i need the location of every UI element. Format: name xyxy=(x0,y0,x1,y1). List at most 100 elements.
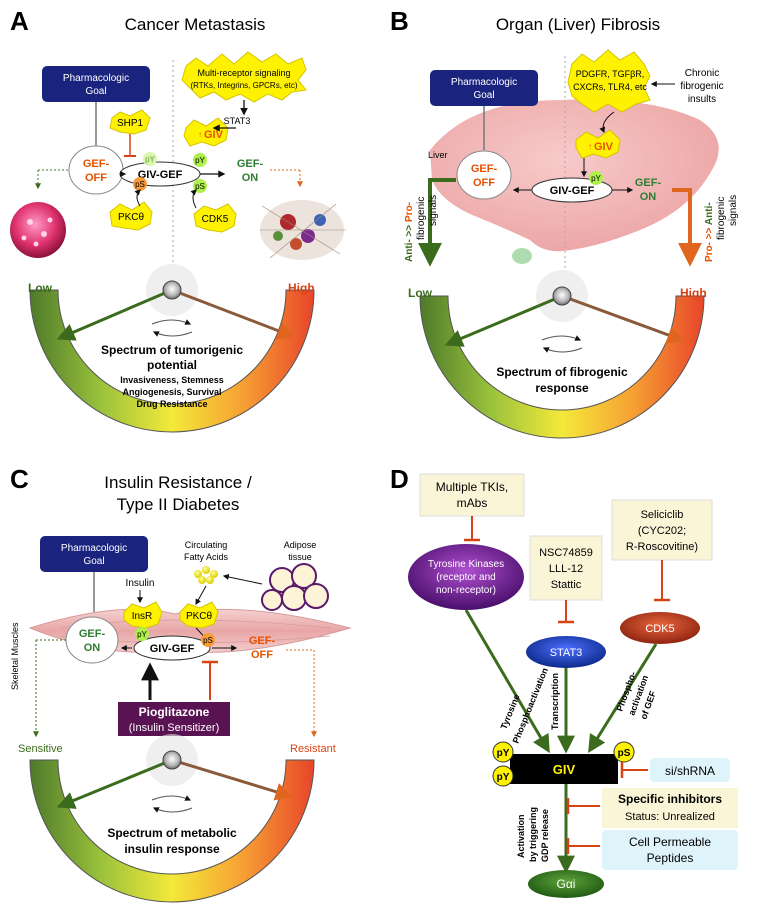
spectrum-line2: response xyxy=(535,381,589,395)
py-faded-label: pY xyxy=(145,155,155,164)
sishrna-box xyxy=(650,758,730,782)
py-label: pY xyxy=(195,156,205,165)
panel-letter: D xyxy=(390,464,409,494)
pharm-goal-line1: Pharmacologic xyxy=(451,77,517,88)
tki-box xyxy=(419,473,525,517)
tk-line1: Tyrosine Kinases xyxy=(428,559,504,570)
ps-label-2: pS xyxy=(195,182,205,191)
spectrum-sub1: Invasiveness, Stemness xyxy=(120,375,224,385)
adipose-line1: Adipose xyxy=(284,540,317,550)
gef-off-line2: OFF xyxy=(85,172,107,184)
panel-a: A Cancer Metastasis Pharmacologic Goal M… xyxy=(10,6,346,433)
panel-title: Organ (Liver) Fibrosis xyxy=(496,15,660,34)
high-label: High xyxy=(680,286,707,300)
giv-gef-label: GIV-GEF xyxy=(550,185,595,197)
panel-title: Cancer Metastasis xyxy=(125,15,266,34)
adipose-line2: tissue xyxy=(288,552,312,562)
gai-label: Gαi xyxy=(557,877,576,891)
pharm-goal-line2: Goal xyxy=(83,556,104,567)
peptides-box xyxy=(602,830,738,870)
stat3-label: STAT3 xyxy=(224,116,251,126)
sel-line1: Seliciclib xyxy=(641,509,684,521)
burst-line2: (RTKs, Integrins, GPCRs, etc) xyxy=(191,81,298,90)
giv-gef-oval xyxy=(133,635,211,661)
pharm-goal-line2: Goal xyxy=(473,90,494,101)
activation-line3: GDP release xyxy=(540,809,550,862)
fatty-acid-droplets-icon xyxy=(194,566,218,584)
status-label: Status: Unrealized xyxy=(625,811,715,823)
pioglitazone-box xyxy=(118,702,230,736)
gef-off-line1: GEF- xyxy=(471,163,498,175)
py-label: pY xyxy=(497,748,510,759)
gef-on-line2: ON xyxy=(640,191,657,203)
skeletal-label: Skeletal Muscles xyxy=(10,622,20,690)
shp1-label: SHP1 xyxy=(117,118,144,129)
left-vertical-fibrogenic: fibrogenic xyxy=(416,197,427,240)
shp1-burst xyxy=(109,109,151,135)
chronic-line2: fibrogenic xyxy=(680,81,723,92)
giv-bar xyxy=(510,754,618,784)
gef-off-line2: OFF xyxy=(251,649,273,661)
peptides-line1: Cell Permeable xyxy=(629,835,711,849)
panel-d: D Multiple TKIs, mAbs Tyrosine Kinases (… xyxy=(390,464,738,898)
giv-burst xyxy=(575,129,621,159)
specific-inhibitors-box xyxy=(602,788,738,828)
pharm-goal-line1: Pharmacologic xyxy=(61,543,127,554)
tki-line1: Multiple TKIs, xyxy=(436,480,508,494)
gef-off-circle xyxy=(456,150,512,200)
nsc-line3: Stattic xyxy=(551,579,582,591)
pkc-burst xyxy=(179,601,219,629)
pro-fibrogenic-arrow xyxy=(672,188,702,267)
low-label: Low xyxy=(28,281,53,295)
panel-title-line1: Insulin Resistance / xyxy=(104,473,252,492)
low-label: Low xyxy=(408,286,433,300)
gauge-dial-icon xyxy=(419,270,705,439)
insulin-label: Insulin xyxy=(126,578,155,589)
peptides-line2: Peptides xyxy=(647,851,694,865)
adipose-cells-icon xyxy=(261,563,329,611)
gef-off-line1: GEF- xyxy=(249,635,276,647)
stat3-node xyxy=(526,636,606,668)
giv-up-label: GIV xyxy=(204,129,224,141)
spectrum-line2: potential xyxy=(147,358,197,372)
spectrum-line1: Spectrum of metabolic xyxy=(107,826,237,840)
tk-line2: (receptor and xyxy=(436,572,495,583)
burst-line1: PDGFR, TGFβR, xyxy=(576,69,645,79)
gef-on-line2: ON xyxy=(84,642,101,654)
chronic-line3: insults xyxy=(688,94,716,105)
burst-line1: Multi-receptor signaling xyxy=(197,68,290,78)
tki-line2: mAbs xyxy=(457,496,488,510)
tk-line3: non-receptor) xyxy=(436,585,496,596)
py-label: pY xyxy=(137,630,147,639)
pkc-burst xyxy=(109,201,153,231)
ps-label: pS xyxy=(203,636,213,645)
svg-text:↑: ↑ xyxy=(198,130,202,139)
nsc-line2: LLL-12 xyxy=(549,563,583,575)
specific-label: Specific inhibitors xyxy=(618,792,722,806)
pharm-goal-line1: Pharmacologic xyxy=(63,73,129,84)
activation-line1: Activation xyxy=(516,814,526,858)
gef-on-circle xyxy=(65,616,119,664)
transcription-label: Transcription xyxy=(550,673,560,730)
py-label-2: pY xyxy=(497,772,510,783)
right-vertical-signals: signals xyxy=(728,195,739,226)
sishrna-label: si/shRNA xyxy=(665,764,715,778)
panel-title-line2: Type II Diabetes xyxy=(117,495,240,514)
pkc-label: PKCθ xyxy=(118,212,145,223)
giv-up-label: GIV xyxy=(594,141,614,153)
spectrum-sub3: Drug Resistance xyxy=(136,399,207,409)
insr-burst xyxy=(123,601,163,629)
cdk5-label: CDK5 xyxy=(202,214,229,225)
gef-on-line1: GEF- xyxy=(237,158,264,170)
gef-on-line1: GEF- xyxy=(635,177,662,189)
right-vertical-label: Pro- >> Anti- xyxy=(704,202,715,262)
activation-line2: by triggering xyxy=(528,807,538,862)
fatty-line1: Circulating xyxy=(185,540,228,550)
pharmacologic-goal-box xyxy=(42,66,150,102)
giv-gef-label: GIV-GEF xyxy=(138,169,183,181)
pharmacologic-goal-box xyxy=(430,70,538,106)
burst-star-icon xyxy=(567,49,651,113)
svg-text:↑: ↑ xyxy=(588,142,592,151)
left-vertical-label: Anti- >> Pro- xyxy=(404,202,415,262)
